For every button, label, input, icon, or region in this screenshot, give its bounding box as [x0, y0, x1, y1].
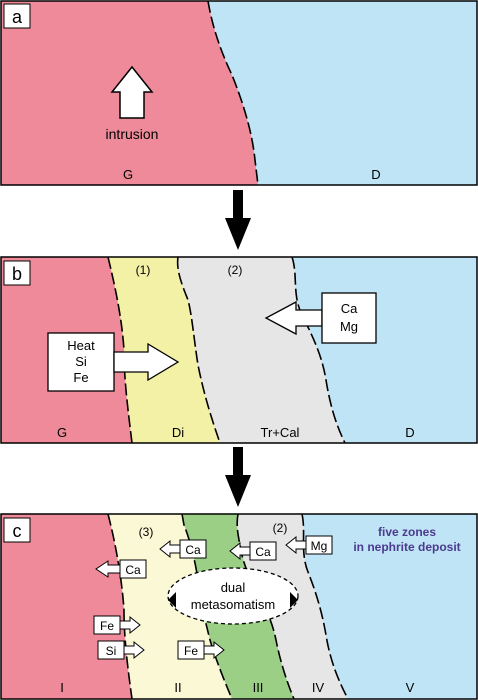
contact-line-c3 [236, 513, 295, 700]
mg-tag-arrow [285, 535, 307, 555]
panel-c-frame [0, 513, 478, 700]
ca-tag-3-label: Ca [125, 563, 141, 577]
granite-label-b: G [57, 425, 67, 440]
ca-mg-arrow [264, 300, 323, 336]
ca-tag-2-arrow [229, 541, 251, 561]
panel-c-letter: c [13, 521, 22, 541]
granite-label-a: G [123, 167, 133, 182]
fe-tag-2-arrow [203, 640, 225, 660]
ellipse-label-line2: metasomatism [191, 597, 276, 612]
contact-line-b3 [291, 256, 346, 444]
ca-mg-box [321, 292, 377, 344]
tremolite-zone-b [177, 257, 345, 443]
panel-c: c (3) (2) five zones in nephrite deposit… [0, 513, 478, 700]
si-label-b: Si [75, 354, 87, 369]
ca-tag-3-box [119, 559, 147, 579]
zone-label-5: V [406, 680, 415, 695]
dolomite-label-a: D [371, 167, 380, 182]
intrusion-arrow [110, 65, 154, 119]
zone-label-1: I [60, 680, 64, 695]
heat-si-fe-box [47, 332, 115, 392]
zone-label-4: IV [312, 680, 325, 695]
panel-b-letter: b [12, 264, 22, 284]
ca-tag-3-arrow [95, 560, 121, 578]
zone3-number-c: (3) [139, 525, 154, 539]
si-tag-label: Si [106, 644, 117, 658]
dual-metasomatism-ellipse [167, 567, 299, 625]
diopside-zone-b [108, 257, 220, 443]
zone1-number-b: (1) [136, 263, 151, 277]
zone-label-2: II [174, 680, 181, 695]
mg-tag-label: Mg [311, 539, 328, 553]
contact-line-a [207, 0, 259, 186]
panel-a-letter: a [12, 7, 23, 27]
dolomite-label-b: D [405, 425, 414, 440]
down-arrow-2 [225, 447, 251, 507]
panel-c-letter-box [3, 517, 31, 543]
intrusion-label: intrusion [106, 126, 159, 142]
contact-line-b2 [176, 256, 221, 444]
ca-label-b: Ca [341, 301, 358, 316]
panel-b: b (1) (2) Heat Si Fe Ca Mg G Di Tr+Cal D [0, 256, 478, 444]
ellipse-right-arrowhead [290, 592, 298, 608]
fe-tag-1-arrow [119, 615, 141, 635]
zone2-number-b: (2) [228, 263, 243, 277]
heat-label: Heat [67, 338, 95, 353]
panel-a-frame [0, 0, 478, 186]
tremolite-label-b: Tr+Cal [261, 425, 300, 440]
fe-label-b: Fe [73, 370, 88, 385]
ca-tag-2-box [249, 541, 277, 561]
panel-c-title-line2: in nephrite deposit [353, 540, 460, 554]
si-tag-arrow [123, 640, 145, 660]
panel-c-title-line1: five zones [378, 525, 436, 539]
ellipse-left-arrowhead [168, 592, 176, 608]
diopside-label-b: Di [172, 425, 184, 440]
panel-b-letter-box [3, 260, 31, 286]
panel-a: a intrusion G D [0, 0, 478, 186]
panel-b-frame [0, 256, 478, 444]
ca-tag-1-label: Ca [185, 543, 201, 557]
ca-tag-1-box [179, 539, 207, 559]
fe-tag-1-label: Fe [100, 619, 114, 633]
ca-tag-2-label: Ca [255, 545, 271, 559]
contact-line-c4 [301, 513, 349, 700]
down-arrow-1 [225, 190, 251, 250]
ellipse-label-line1: dual [221, 580, 246, 595]
fe-tag-2-label: Fe [184, 644, 198, 658]
contact-line-c1 [107, 513, 133, 700]
mg-tag-box [305, 535, 333, 555]
ca-tag-1-arrow [159, 539, 181, 559]
mg-label-b: Mg [340, 319, 358, 334]
panel-a-letter-box [3, 3, 31, 29]
heat-arrow [113, 342, 180, 382]
zone-label-3: III [253, 680, 264, 695]
zone2-number-c: (2) [273, 521, 288, 535]
